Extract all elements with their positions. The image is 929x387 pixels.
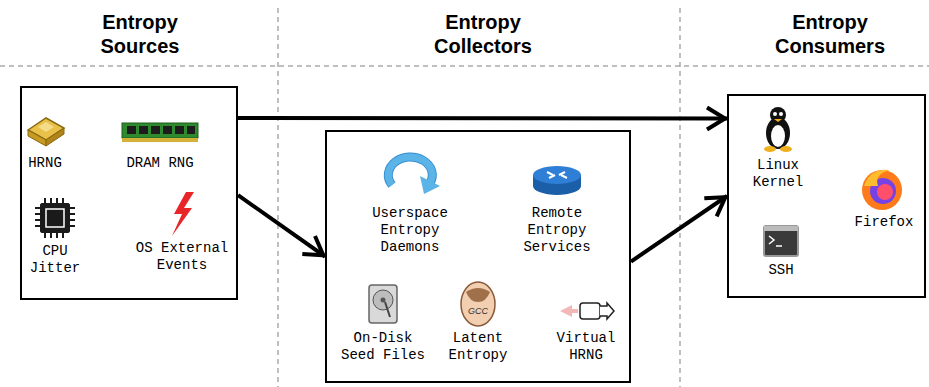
group-box: HRNGDRAM RNGCPU JitterOS External Events	[20, 86, 238, 300]
item-label: HRNG	[15, 155, 75, 172]
item-label: Virtual HRNG	[550, 330, 622, 364]
daemon-icon	[388, 157, 440, 194]
item-label: Latent Entropy	[442, 330, 514, 364]
router-icon	[533, 166, 581, 195]
item-label: Userspace Entropy Daemons	[360, 205, 460, 256]
virtual-plug-icon	[560, 303, 614, 319]
column-heading: Entropy Collectors	[423, 10, 543, 58]
item-label: On-Disk Seed Files	[338, 330, 428, 364]
tux-icon	[764, 107, 792, 152]
terminal-icon	[764, 226, 798, 256]
item-label: Linux Kernel	[742, 157, 814, 191]
flow-arrow	[631, 196, 727, 262]
gcc-icon: GCC	[461, 282, 495, 326]
group-box: Userspace Entropy Daemons Remote Entropy …	[325, 130, 631, 383]
dram-icon	[122, 123, 198, 142]
item-label: OS External Events	[132, 240, 232, 274]
flow-arrow	[238, 195, 325, 256]
lightning-icon	[172, 192, 194, 236]
disk-icon	[369, 285, 397, 323]
item-label: CPU Jitter	[23, 243, 87, 277]
item-label: DRAM RNG	[115, 155, 205, 172]
firefox-icon	[862, 170, 902, 210]
svg-text:GCC: GCC	[468, 306, 489, 316]
column-heading: Entropy Consumers	[770, 10, 890, 58]
item-label: Remote Entropy Services	[511, 205, 603, 256]
flow-arrow	[238, 107, 727, 129]
item-label: Firefox	[846, 214, 922, 231]
group-box: Linux KernelFirefoxSSH	[727, 94, 926, 298]
column-heading: Entropy Sources	[80, 10, 200, 58]
item-label: SSH	[761, 262, 801, 279]
cpu-icon	[35, 198, 75, 238]
hrng-icon	[28, 118, 64, 146]
